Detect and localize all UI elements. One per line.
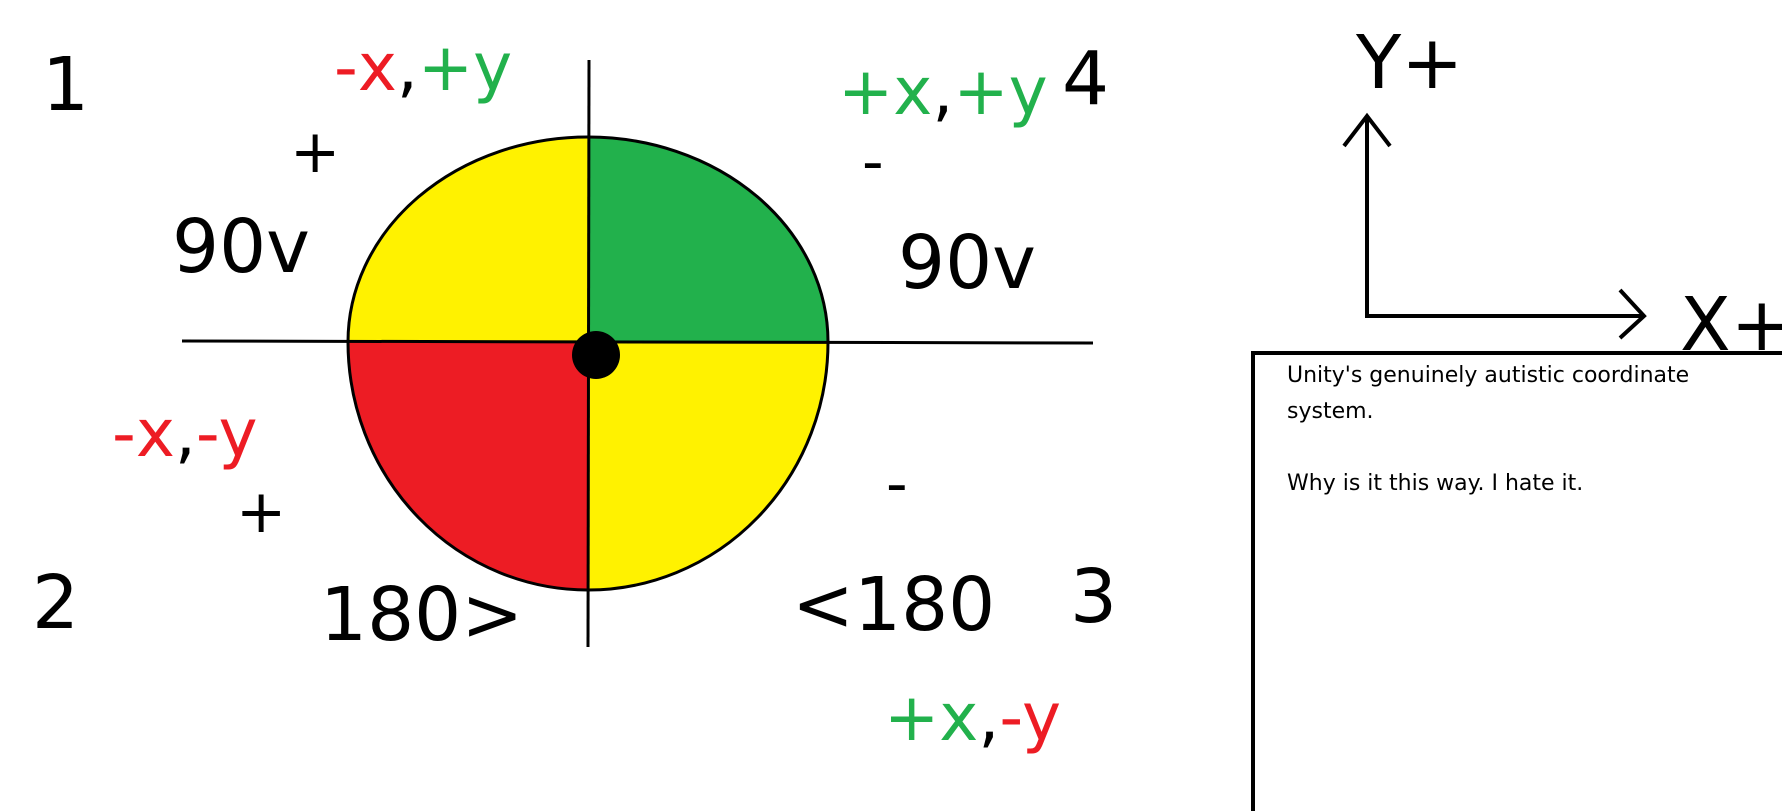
quadrant-2-number: 2 — [32, 560, 79, 646]
note-line-1: Unity's genuinely autistic coordinate sy… — [1287, 363, 1690, 424]
quadrant-3-angle: <180 — [792, 562, 995, 648]
y-axis-arrowhead — [1342, 112, 1392, 148]
quadrant-4-sign: - — [862, 127, 884, 197]
quadrant-bottom-right-wedge — [588, 342, 828, 590]
horizontal-axis-line — [181, 339, 1094, 345]
note-line-2: Why is it this way. I hate it. — [1287, 471, 1584, 496]
quadrant-3-coords: +x,-y — [884, 679, 1061, 756]
quadrant-2-angle: 180> — [320, 572, 523, 658]
note-text: Unity's genuinely autistic coordinate sy… — [1287, 358, 1757, 502]
quadrant-1-coords: -x,+y — [334, 29, 512, 106]
quadrant-4-number: 4 — [1062, 36, 1109, 122]
x-axis-arrowhead — [1618, 288, 1647, 340]
quadrant-3-number: 3 — [1070, 554, 1117, 640]
quadrant-top-right-wedge — [588, 137, 828, 342]
quadrant-1-angle: 90v — [172, 204, 310, 290]
quadrant-2-sign: + — [236, 477, 286, 547]
quadrant-1-number: 1 — [42, 42, 89, 128]
quadrant-4-angle: 90v — [898, 220, 1036, 306]
note-box — [1251, 351, 1782, 811]
quadrant-top-left-wedge — [348, 137, 588, 342]
quadrant-diagram: 1 + 90v -x,+y 4 - 90v +x,+y -x,-y + 2 18… — [32, 20, 1782, 756]
y-axis-label: Y+ — [1355, 20, 1463, 106]
quadrant-4-coords: +x,+y — [838, 53, 1048, 130]
quadrant-bottom-left-wedge — [348, 342, 588, 590]
quadrant-3-sign: - — [886, 449, 908, 519]
center-dot — [572, 331, 620, 379]
quadrant-1-sign: + — [290, 117, 340, 187]
circle-outline — [346, 135, 830, 592]
quadrant-2-coords: -x,-y — [112, 395, 258, 472]
